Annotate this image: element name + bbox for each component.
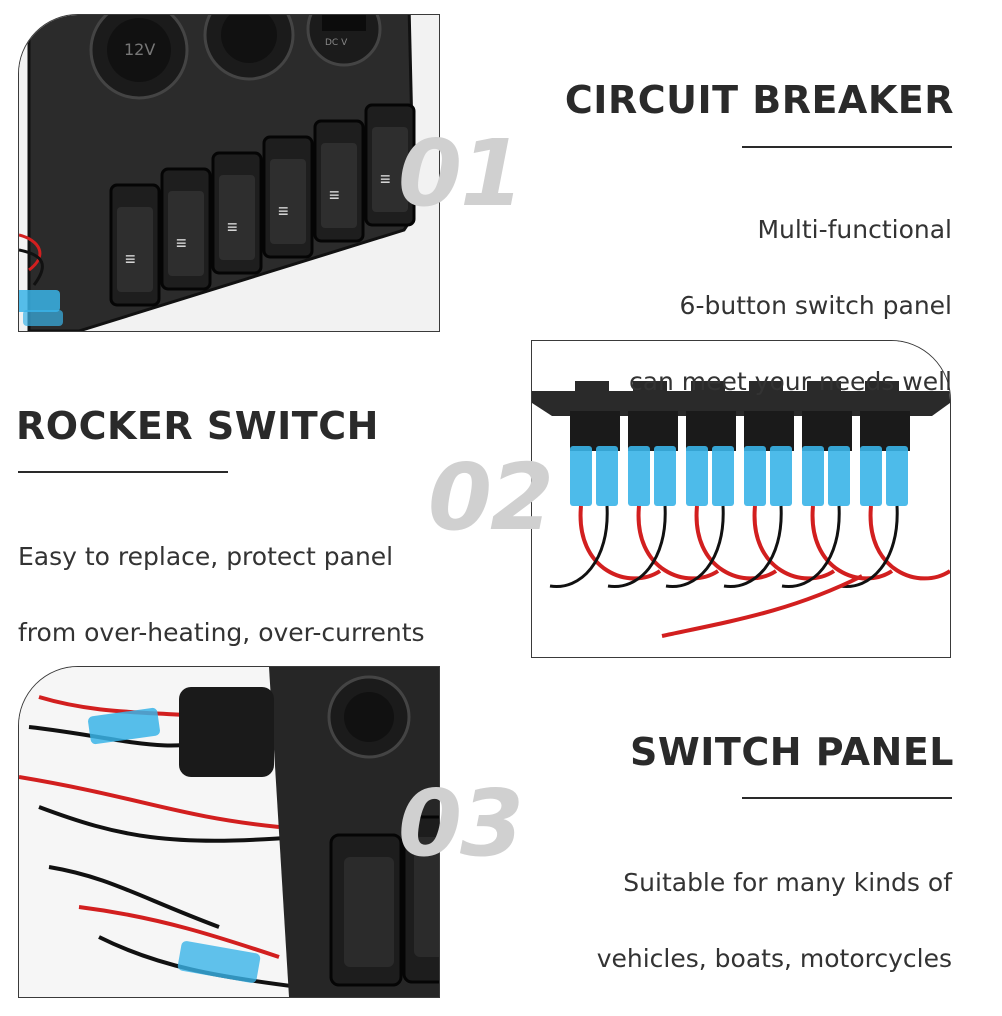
section-number-01: 01: [398, 120, 524, 227]
description-circuit-breaker: Multi-functional 6-button switch panel c…: [629, 173, 952, 439]
heading-divider-1: [742, 146, 952, 148]
description-line: can meet your needs well: [628, 367, 952, 396]
black-wire: [723, 505, 783, 589]
switch-back-block: [802, 411, 852, 451]
switch-back-block: [628, 411, 678, 451]
description-line: Multi-functional: [757, 215, 952, 244]
switch-tab: [691, 381, 725, 393]
blue-connector: [744, 446, 766, 506]
blue-connector: [654, 446, 676, 506]
red-lead-wire: [661, 574, 863, 638]
red-wire: [752, 505, 836, 581]
red-wire: [578, 505, 662, 581]
rocker-switch-face: [321, 143, 357, 228]
heading-divider-2: [18, 471, 228, 473]
rocker-switch-face: [372, 127, 408, 212]
switch-back-block: [570, 411, 620, 451]
switch-back-block: [686, 411, 736, 451]
rocker-switch-face: [168, 191, 204, 276]
blue-connector: [860, 446, 882, 506]
headlight-icon: ≡: [125, 249, 136, 269]
switch-tab: [865, 381, 899, 393]
switch-panel-side-wiring-photo: [18, 666, 440, 998]
heading-switch-panel: SWITCH PANEL: [629, 730, 954, 774]
switch-tab: [749, 381, 783, 393]
heading-circuit-breaker: CIRCUIT BREAKER: [564, 78, 954, 122]
heading-rocker-switch: ROCKER SWITCH: [16, 404, 379, 448]
red-wire: [636, 505, 720, 581]
section-number-03: 03: [398, 770, 524, 877]
switch-back-block: [744, 411, 794, 451]
black-wire: [607, 505, 667, 589]
headlight-icon: ≡: [380, 169, 391, 189]
description-line: from over-heating, over-currents: [18, 618, 425, 647]
switch-tab: [633, 381, 667, 393]
blue-connector: [570, 446, 592, 506]
rocker-switch-face: [117, 207, 153, 292]
blue-connector: [596, 446, 618, 506]
blue-connector: [828, 446, 850, 506]
black-wire: [781, 505, 841, 589]
switch-panel-back-wiring-photo: [531, 340, 951, 658]
blue-connector: [686, 446, 708, 506]
blue-connector: [770, 446, 792, 506]
blue-connector: [628, 446, 650, 506]
switch-tab: [575, 381, 609, 393]
switch-tab: [807, 381, 841, 393]
switch-back-block: [860, 411, 910, 451]
description-line: vehicles, boats, motorcycles: [596, 944, 952, 973]
description-line: 6-button switch panel: [679, 291, 952, 320]
blue-connector: [802, 446, 824, 506]
headlight-icon: ≡: [278, 201, 289, 221]
headlight-icon: ≡: [176, 233, 187, 253]
description-switch-panel: Suitable for many kinds of vehicles, boa…: [597, 826, 952, 1016]
switch-panel-front-photo: 12V DC V ≡ ≡ ≡ ≡ ≡ ≡: [18, 14, 440, 332]
red-wire: [694, 505, 778, 581]
socket-12v-label: 12V: [124, 40, 155, 59]
description-line: Suitable for many kinds of: [623, 868, 952, 897]
red-wire: [810, 505, 894, 581]
description-line: Easy to replace, protect panel: [18, 542, 394, 571]
headlight-icon: ≡: [329, 185, 340, 205]
switch-panel-wiring-illustration: [532, 341, 950, 657]
description-rocker-switch: Easy to replace, protect panel from over…: [18, 500, 425, 690]
switch-panel-side-illustration: [19, 667, 439, 997]
switch-panel-front-illustration: 12V DC V ≡ ≡ ≡ ≡ ≡ ≡: [19, 15, 439, 331]
black-wire: [665, 505, 725, 589]
section-number-02: 02: [428, 444, 554, 551]
blue-connector: [712, 446, 734, 506]
voltmeter-unit-label: DC V: [325, 38, 348, 48]
rocker-switch-face: [219, 175, 255, 260]
blue-connector: [886, 446, 908, 506]
black-wire: [549, 505, 609, 589]
headlight-icon: ≡: [227, 217, 238, 237]
rocker-switch-face: [270, 159, 306, 244]
black-wire: [839, 505, 899, 589]
red-wire: [868, 505, 950, 581]
heading-divider-3: [742, 797, 952, 799]
